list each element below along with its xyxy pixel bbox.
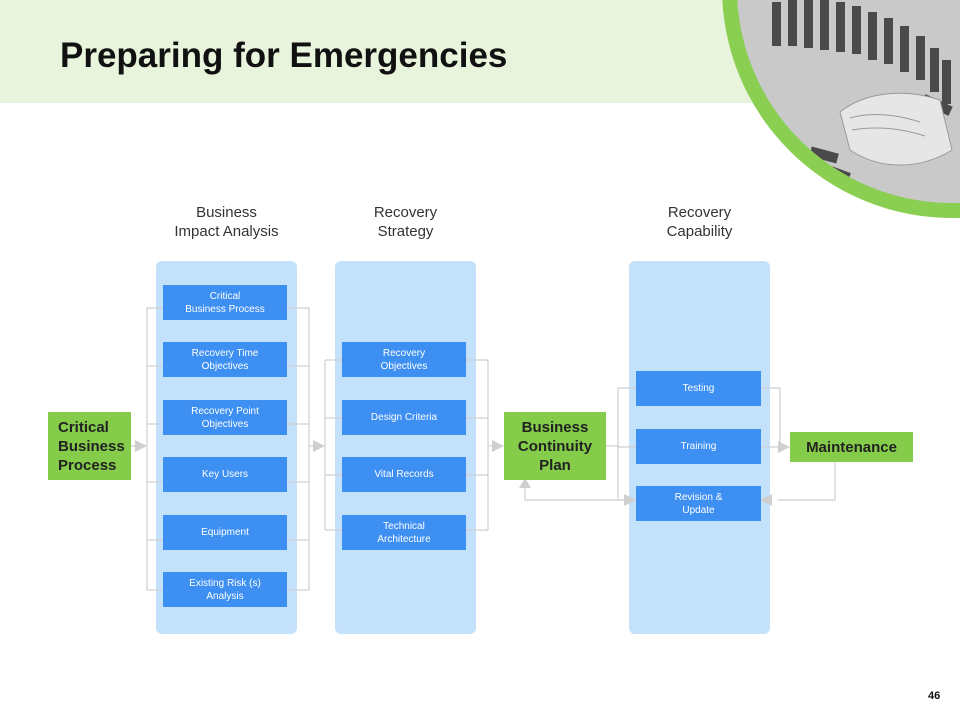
business-continuity-plan-node: Business Continuity Plan [504,412,606,480]
capability-item-testing: Testing [636,371,761,406]
column-header-strategy: Recovery Strategy [373,204,438,240]
header-band [0,0,760,103]
column-header-capability: Recovery Capability [666,204,733,240]
maintenance-node: Maintenance [790,432,913,462]
dominoes-photo [722,0,960,218]
strategy-panel [335,261,476,634]
strategy-item-technical-architecture: Technical Architecture [342,515,466,550]
capability-item-revision-update: Revision & Update [636,486,761,521]
strategy-item-recovery-objectives: Recovery Objectives [342,342,466,377]
bia-panel [156,261,297,634]
strategy-item-design-criteria: Design Criteria [342,400,466,435]
bia-item-critical-business-process: Critical Business Process [163,285,287,320]
strategy-item-vital-records: Vital Records [342,457,466,492]
bia-item-existing-risk-analysis: Existing Risk (s) Analysis [163,572,287,607]
bia-item-equipment: Equipment [163,515,287,550]
page-title: Preparing for Emergencies [60,36,508,75]
bia-item-key-users: Key Users [163,457,287,492]
bia-item-recovery-time-objectives: Recovery Time Objectives [163,342,287,377]
capability-item-training: Training [636,429,761,464]
page-number: 46 [928,690,941,702]
bia-item-recovery-point-objectives: Recovery Point Objectives [163,400,287,435]
column-header-bia: Business Impact Analysis [174,204,279,240]
start-node-critical-business-process: Critical Business Process [48,412,131,480]
